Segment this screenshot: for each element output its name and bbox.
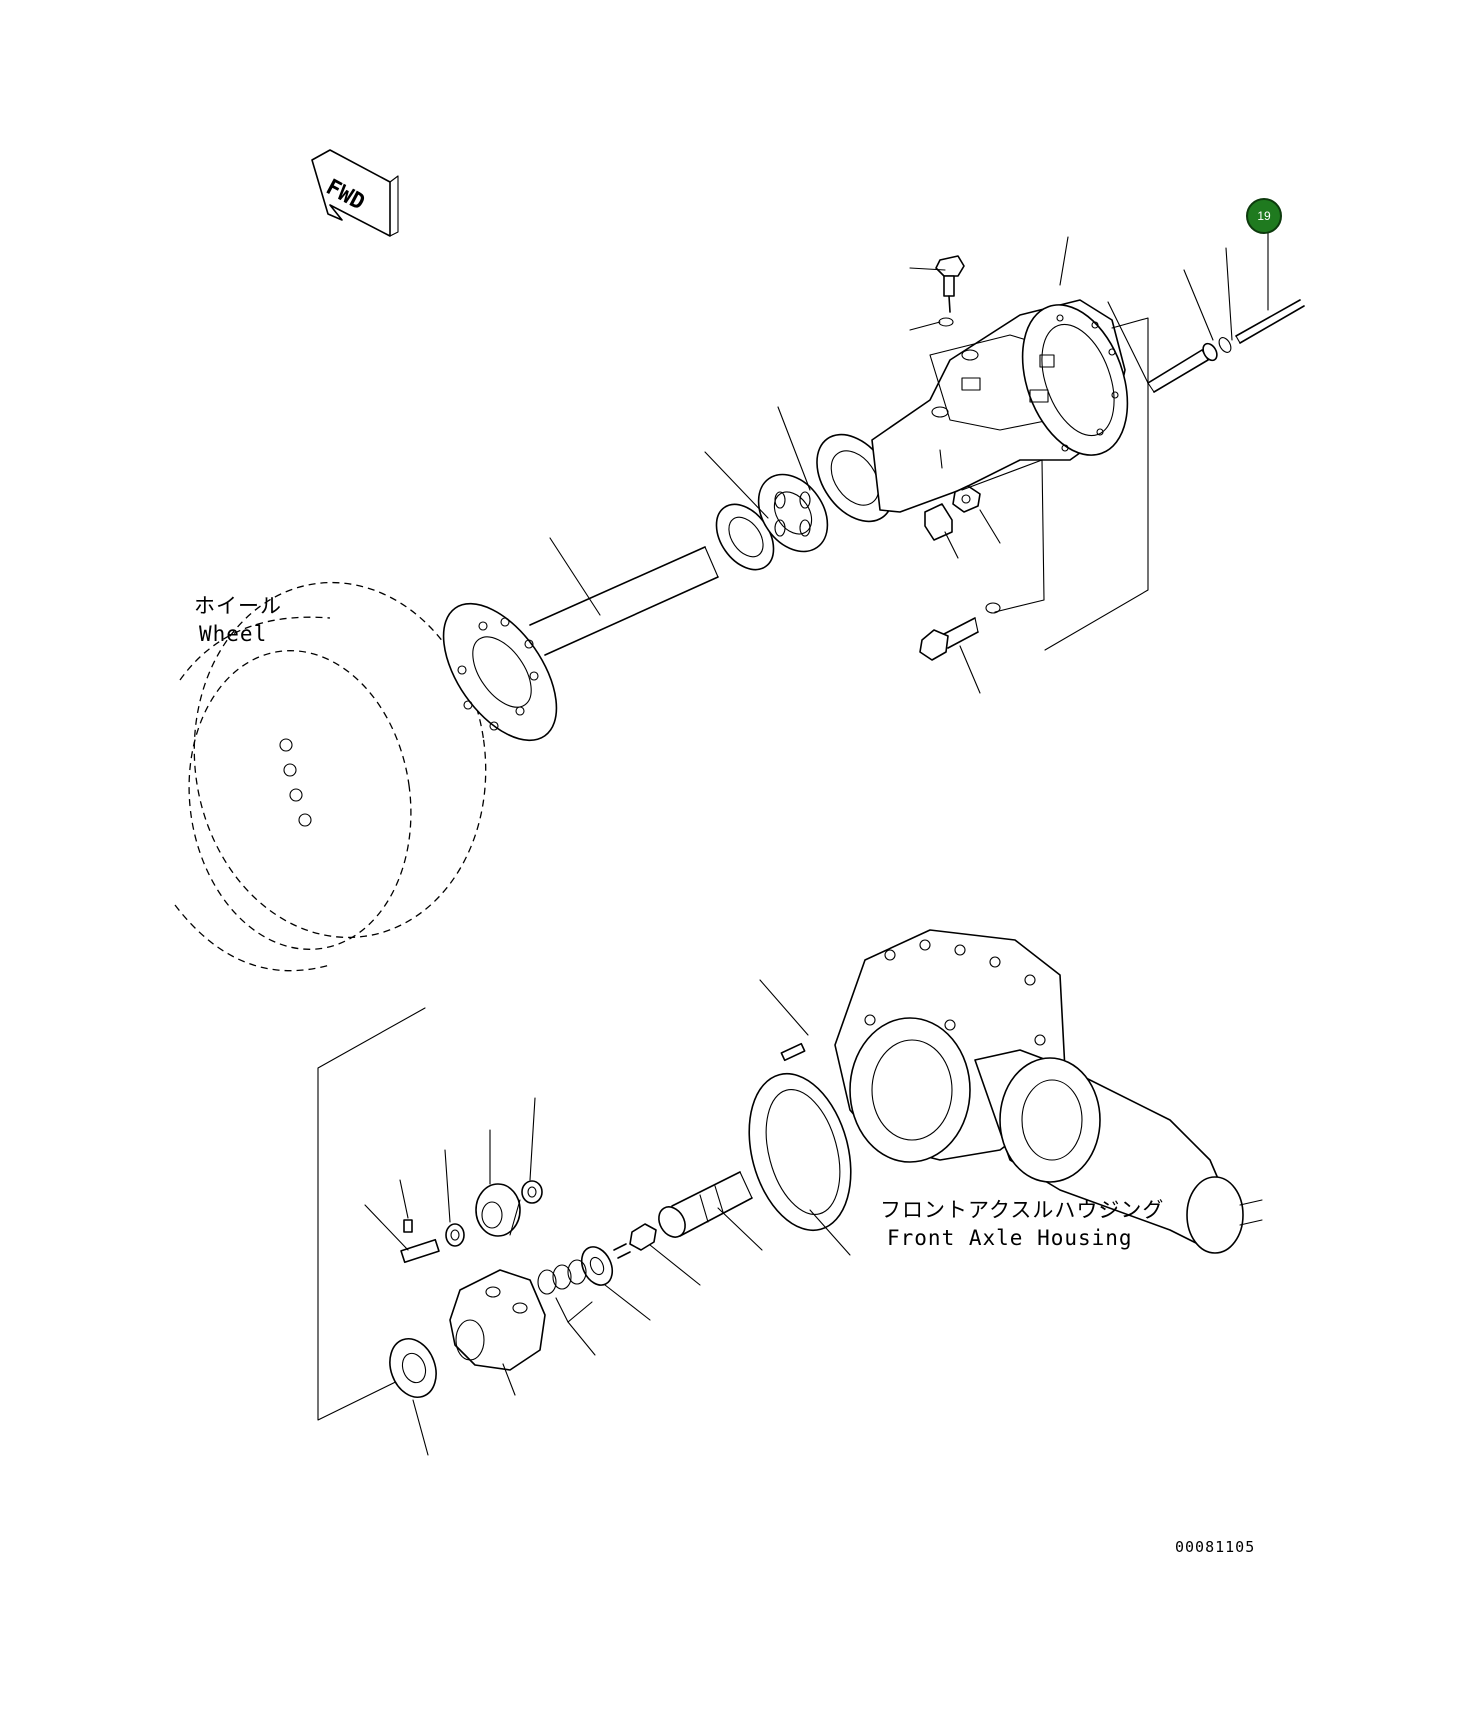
wheel-label-en: Wheel: [199, 622, 267, 646]
o-ring: [1218, 337, 1232, 353]
axle-housing: [816, 299, 1129, 523]
nut: [952, 485, 981, 513]
carrier-bolt: [613, 1223, 657, 1259]
dowel-pin: [780, 1042, 806, 1062]
housing-label-jp: フロントアクスルハウジング: [880, 1198, 1164, 1222]
planet-carrier: [449, 1269, 546, 1371]
leader-lines-upper: [549, 219, 1269, 694]
callout-19[interactable]: 19: [1246, 198, 1282, 234]
long-rod: [1235, 299, 1305, 344]
ring-gear: [748, 1072, 852, 1232]
callout-number: 19: [1257, 209, 1271, 223]
thrust-washer-lower: [580, 1246, 614, 1286]
wheel-label-jp: ホイール: [194, 594, 282, 618]
leader-lines-lower: [364, 979, 851, 1456]
small-washer: [445, 1223, 465, 1247]
group-bracket: [317, 1007, 426, 1421]
mounting-bolt: [919, 617, 979, 661]
wheel-outline: [174, 581, 487, 972]
washer: [985, 602, 1001, 614]
bearing-lower: [389, 1338, 437, 1398]
spring-pin: [403, 1219, 413, 1233]
housing-label-en: Front Axle Housing: [887, 1226, 1133, 1250]
breather-plug: [935, 255, 965, 327]
planet-shaft: [400, 1238, 440, 1264]
fwd-arrow-icon: FWD: [311, 149, 399, 237]
bearing-upper: [757, 473, 829, 553]
drawing-code: 00081105: [1175, 1538, 1255, 1556]
king-pin: [1147, 342, 1218, 393]
axle-shaft: [442, 546, 719, 742]
front-axle-housing: [834, 929, 1263, 1254]
spacer: [924, 503, 953, 541]
sun-gear-shaft: [658, 1171, 753, 1238]
planet-gear: [475, 1183, 521, 1237]
needle-bearing: [521, 1180, 543, 1204]
